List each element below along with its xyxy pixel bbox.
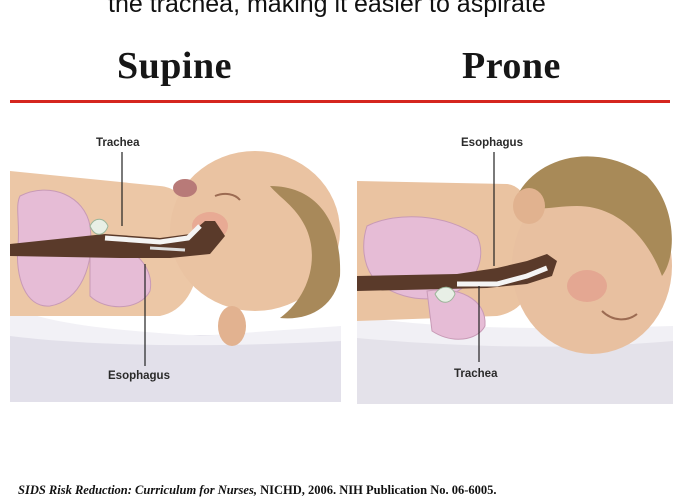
esophagus-label: Esophagus [461,137,523,149]
trachea-label: Trachea [96,137,140,149]
supine-heading: Supine [117,44,232,88]
prone-illustration: Esophagus Trachea [357,126,673,404]
cheek [567,270,607,302]
citation-details: NICHD, 2006. NIH Publication No. 06-6005… [257,483,497,497]
red-divider [10,100,670,103]
supine-illustration: Trachea Esophagus [10,126,341,402]
supine-drawing: Trachea Esophagus [10,126,341,402]
mouth [173,179,197,197]
prone-drawing: Esophagus Trachea [357,126,673,404]
ear [513,188,545,224]
ear [218,306,246,346]
citation: SIDS Risk Reduction: Curriculum for Nurs… [18,483,497,498]
esophagus-label: Esophagus [108,370,170,382]
cut-off-caption: the trachea, making it easier to aspirat… [108,0,546,19]
citation-title: SIDS Risk Reduction: Curriculum for Nurs… [18,483,257,497]
trachea-label: Trachea [454,368,498,380]
esophagus-highlight [150,248,185,250]
prone-heading: Prone [462,44,561,88]
